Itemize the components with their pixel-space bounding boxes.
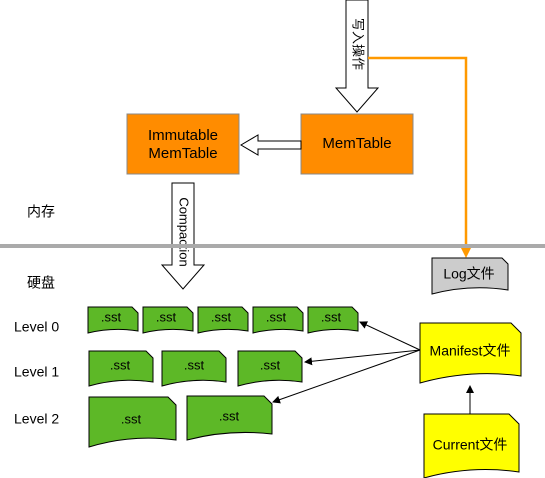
immutable-label-line1: Immutable xyxy=(148,127,218,144)
sst-file: .sst xyxy=(161,350,227,387)
write-op-label: 写入操作 xyxy=(351,18,366,70)
disk-label: 硬盘 xyxy=(27,275,55,291)
manifest-arrows xyxy=(272,321,421,404)
current-file-label: Current文件 xyxy=(433,437,508,453)
sst-file: .sst xyxy=(142,306,194,334)
manifest-to-level-2-arrow xyxy=(272,349,421,404)
immutable-memtable-box xyxy=(126,113,240,175)
sst-file: .sst xyxy=(88,350,154,387)
log-file-label: Log文件 xyxy=(443,266,494,282)
current-file-node: Current文件 xyxy=(423,413,520,478)
sst-file: .sst xyxy=(252,306,304,334)
sst-label: .sst xyxy=(260,357,281,372)
sst-file: .sst xyxy=(237,350,303,387)
level-2-files: .sst .sst xyxy=(88,395,273,448)
log-arrow-line xyxy=(368,56,468,246)
memtable-to-immutable-arrow xyxy=(240,134,302,156)
current-file-shape xyxy=(423,413,520,478)
sst-file: .sst xyxy=(87,306,139,334)
level-1-files: .sst .sst .sst xyxy=(88,350,303,387)
log-file-shape xyxy=(431,257,509,295)
sst-label: .sst xyxy=(110,357,131,372)
manifest-file-label: Manifest文件 xyxy=(430,343,511,359)
write-op-arrow: 写入操作 xyxy=(334,0,380,113)
sst-label: .sst xyxy=(121,411,142,426)
sst-label: .sst xyxy=(184,357,205,372)
memtable-node: MemTable xyxy=(300,113,414,175)
sst-label: .sst xyxy=(101,309,122,324)
compaction-arrow: Compaction xyxy=(160,182,206,290)
memtable-label: MemTable xyxy=(322,135,391,152)
memory-label: 内存 xyxy=(27,204,55,220)
level-2-label: Level 2 xyxy=(14,411,59,427)
manifest-file-node: Manifest文件 xyxy=(419,322,522,384)
log-file-node: Log文件 xyxy=(431,257,509,295)
sst-label: .sst xyxy=(321,309,342,324)
manifest-to-level-0-arrow xyxy=(359,321,421,351)
sst-file: .sst xyxy=(88,396,177,448)
level-0-label: Level 0 xyxy=(14,319,59,335)
sst-label: .sst xyxy=(266,309,287,324)
manifest-file-shape xyxy=(419,322,522,384)
sst-file: .sst xyxy=(307,306,359,334)
compaction-label: Compaction xyxy=(177,197,192,266)
manifest-to-level-1-arrow xyxy=(304,349,421,366)
immutable-memtable-node: Immutable MemTable xyxy=(126,113,240,175)
level-1-label: Level 1 xyxy=(14,364,59,380)
level-0-files: .sst .sst .sst .sst .sst xyxy=(87,306,359,334)
sst-file: .sst xyxy=(186,395,273,441)
sst-label: .sst xyxy=(219,408,240,423)
sst-label: .sst xyxy=(156,309,177,324)
sst-file: .sst xyxy=(197,306,249,334)
sst-label: .sst xyxy=(211,309,232,324)
immutable-label-line2: MemTable xyxy=(148,145,217,162)
